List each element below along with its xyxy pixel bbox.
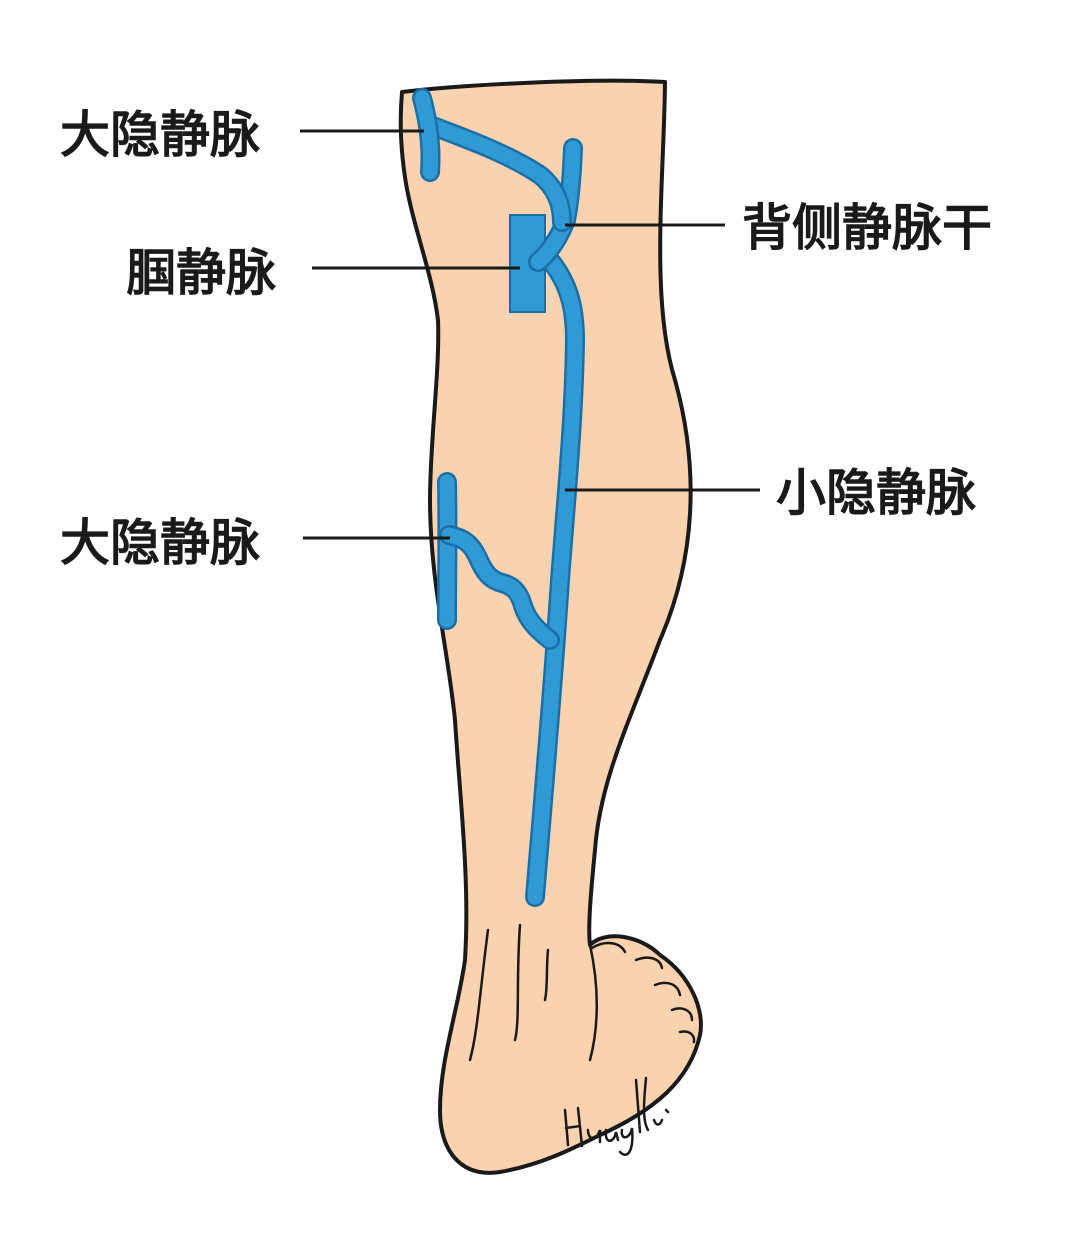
- signature-scribble: [563, 1076, 670, 1156]
- toe-line-3: [653, 981, 682, 997]
- achilles-line-2: [513, 923, 522, 1042]
- label-small-saphenous-vein: 小隐静脉: [776, 464, 977, 522]
- leader-lines: [300, 129, 760, 540]
- small-saphenous-vein-trunk: [527, 252, 583, 905]
- label-great-saphenous-lower: 大隐静脉: [60, 514, 261, 572]
- foot-details: [468, 923, 696, 1062]
- label-great-saphenous-upper: 大隐静脉: [60, 106, 261, 164]
- label-dorsal-vein-trunk: 背侧静脉干: [742, 199, 992, 257]
- achilles-line-1: [468, 928, 490, 1062]
- great-saphenous-upper-vertical: [414, 90, 438, 180]
- label-popliteal-vein: 腘静脉: [126, 244, 277, 302]
- artist-signature: [563, 1076, 670, 1156]
- toe-line-2: [634, 956, 664, 970]
- great-saphenous-upper-branch: [422, 117, 570, 230]
- foot-arch-line: [588, 943, 599, 1062]
- great-saphenous-lower-connector: [441, 527, 558, 648]
- toe-line-4: [670, 1007, 694, 1022]
- labels: 大隐静脉 腘静脉 背侧静脉干 小隐静脉 大隐静脉: [60, 106, 992, 572]
- toe-line-5: [678, 1030, 696, 1044]
- popliteal-vein-shape: [509, 214, 546, 313]
- toe-line-1: [590, 941, 627, 954]
- veins: [412, 88, 585, 907]
- achilles-line-3: [543, 948, 550, 1002]
